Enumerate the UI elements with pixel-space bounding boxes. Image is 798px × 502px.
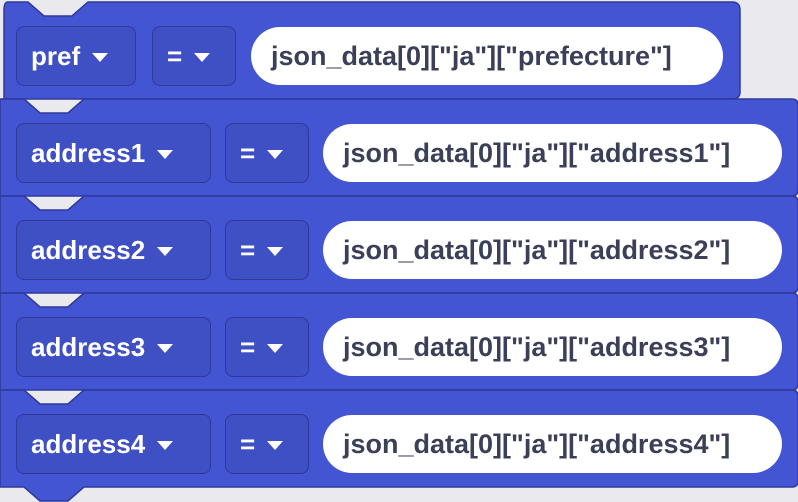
variable-dropdown-address4[interactable]: address4 [16, 414, 211, 474]
dropdown-arrow-icon [194, 52, 211, 62]
variable-dropdown-address1[interactable]: address1 [16, 123, 211, 183]
value-input[interactable]: json_data[0]["ja"]["address3"] [323, 318, 782, 376]
dropdown-arrow-icon [157, 440, 174, 450]
value-text: json_data[0]["ja"]["address4"] [343, 428, 731, 459]
operator-dropdown[interactable]: = [225, 220, 309, 280]
operator-label: = [240, 428, 256, 459]
variable-dropdown-address3[interactable]: address3 [16, 317, 211, 377]
dropdown-arrow-icon [267, 440, 284, 450]
dropdown-arrow-icon [267, 149, 284, 159]
dropdown-arrow-icon [157, 246, 174, 256]
value-text: json_data[0]["ja"]["address3"] [343, 331, 731, 362]
value-text: json_data[0]["ja"]["prefecture"] [271, 40, 672, 71]
dropdown-arrow-icon [157, 149, 174, 159]
operator-label: = [167, 40, 183, 71]
dropdown-arrow-icon [92, 52, 109, 62]
value-input[interactable]: json_data[0]["ja"]["address1"] [323, 124, 782, 182]
dropdown-arrow-icon [267, 343, 284, 353]
dropdown-arrow-icon [157, 343, 174, 353]
value-text: json_data[0]["ja"]["address2"] [343, 234, 731, 265]
value-input[interactable]: json_data[0]["ja"]["address4"] [323, 415, 782, 473]
variable-dropdown-pref[interactable]: pref [16, 26, 136, 86]
operator-dropdown[interactable]: = [152, 26, 236, 86]
operator-label: = [240, 331, 256, 362]
variable-label: address1 [31, 137, 146, 168]
variable-label: pref [31, 40, 81, 71]
variable-label: address2 [31, 234, 146, 265]
variable-dropdown-address2[interactable]: address2 [16, 220, 211, 280]
variable-label: address3 [31, 331, 146, 362]
operator-dropdown[interactable]: = [225, 317, 309, 377]
operator-label: = [240, 234, 256, 265]
operator-dropdown[interactable]: = [225, 414, 309, 474]
variable-label: address4 [31, 428, 146, 459]
operator-label: = [240, 137, 256, 168]
value-text: json_data[0]["ja"]["address1"] [343, 137, 731, 168]
operator-dropdown[interactable]: = [225, 123, 309, 183]
value-input[interactable]: json_data[0]["ja"]["prefecture"] [251, 27, 723, 85]
value-input[interactable]: json_data[0]["ja"]["address2"] [323, 221, 782, 279]
dropdown-arrow-icon [267, 246, 284, 256]
